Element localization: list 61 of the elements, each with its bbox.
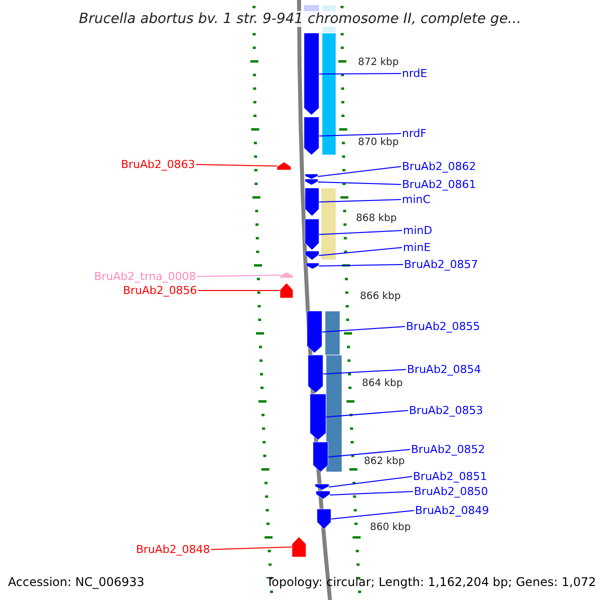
- gene-label: BruAb2_0857: [404, 259, 478, 270]
- leader-line: [322, 369, 406, 374]
- leader-line: [326, 410, 408, 418]
- gene-label: BruAb2_0854: [407, 364, 482, 375]
- gene-feature: [304, 116, 320, 156]
- gene-label: BruAb2_0851: [413, 471, 488, 482]
- gene-feature: [280, 272, 294, 278]
- gene-label: minE: [403, 242, 431, 253]
- gene-feature: [280, 282, 294, 298]
- gene-label: BruAb2_0849: [415, 505, 490, 516]
- leader-line: [328, 476, 412, 488]
- gene-label: BruAb2_0863: [120, 159, 195, 170]
- gene-label: BruAb2_0852: [411, 444, 486, 455]
- gene-feature: [306, 262, 320, 270]
- leader-line: [318, 199, 402, 202]
- scale-label: 872 kbp: [358, 58, 399, 68]
- gene-feature: [308, 354, 324, 394]
- gene-feature: [276, 162, 292, 170]
- gene-label: BruAb2_0861: [402, 179, 476, 190]
- leader-line: [196, 274, 280, 277]
- gene-label: BruAb2_trna_0008: [94, 271, 196, 282]
- gene-label: BruAb2_0848: [136, 544, 210, 555]
- gene-feature: [292, 536, 306, 558]
- gene-label: minD: [403, 225, 432, 236]
- gene-feature: [314, 484, 330, 490]
- accession-text: Accession: NC_006933: [8, 576, 144, 588]
- gene-label: BruAb2_0862: [402, 161, 476, 172]
- gene-feature: [316, 508, 332, 530]
- leader-line: [318, 247, 402, 256]
- scale-label: 864 kbp: [362, 379, 403, 389]
- leader-line: [318, 166, 402, 177]
- leader-line: [318, 230, 402, 235]
- gene-label: BruAb2_0856: [122, 285, 197, 296]
- leader-line: [318, 264, 404, 266]
- scale-label: 860 kbp: [370, 523, 411, 533]
- scale-label: 862 kbp: [364, 457, 405, 467]
- leader-line: [318, 182, 402, 185]
- summary-text: Topology: circular; Length: 1,162,204 bp; Genes: 1,072: [266, 576, 596, 588]
- leader-line: [328, 449, 410, 458]
- scale-label: 868 kbp: [356, 214, 397, 224]
- gene-label: nrdE: [402, 68, 428, 79]
- leader-line: [196, 164, 278, 166]
- gene-label: BruAb2_0853: [409, 405, 484, 416]
- leader-line: [318, 73, 402, 74]
- scale-label: 866 kbp: [360, 292, 401, 302]
- leader-line: [330, 510, 414, 520]
- gene-label: minC: [402, 194, 430, 205]
- scale-label: 870 kbp: [358, 138, 399, 148]
- leader-line: [318, 133, 402, 136]
- gene-label: BruAb2_0855: [406, 321, 480, 332]
- gene-label: nrdF: [402, 128, 427, 139]
- gene-label: BruAb2_0850: [414, 486, 488, 497]
- gene-feature: [304, 178, 318, 186]
- gene-feature: [316, 490, 330, 500]
- gene-feature: [304, 174, 318, 180]
- gene-feature: [306, 310, 322, 354]
- leader-line: [322, 326, 406, 332]
- leader-line: [330, 491, 414, 496]
- leader-line: [210, 546, 292, 550]
- leader-line: [198, 290, 280, 291]
- gene-feature: [312, 442, 328, 472]
